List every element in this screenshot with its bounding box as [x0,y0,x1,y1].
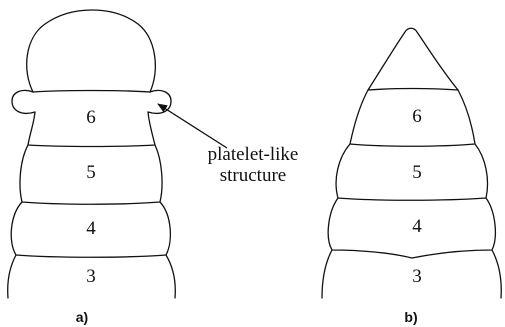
panel-a-segment-4-label: 4 [86,218,96,239]
panel-a: 6 5 4 3 a) [8,10,176,325]
panel-b-segment-5-label: 5 [412,162,422,183]
annotation-arrow [158,104,227,148]
panel-a-segment-5-label: 5 [86,162,96,183]
annotation-line-1: platelet-like [208,144,299,165]
panel-b-apical-cone [368,28,458,90]
panel-b-label: b) [404,309,417,325]
platelet-annotation: platelet-like structure [158,104,298,186]
panel-a-segment-3-label: 3 [86,266,96,287]
panel-b: 6 5 4 3 b) [322,28,501,325]
panel-a-left-platelet [12,90,35,113]
panel-b-segment-4-label: 4 [412,216,422,237]
panel-b-segment-3-label: 3 [412,266,422,287]
panel-a-segment-6-label: 6 [86,107,96,128]
panel-b-segment-6-label: 6 [412,106,422,127]
panel-a-apical-dome [27,10,156,92]
annotation-line-2: structure [220,165,286,186]
panel-a-label: a) [76,309,88,325]
